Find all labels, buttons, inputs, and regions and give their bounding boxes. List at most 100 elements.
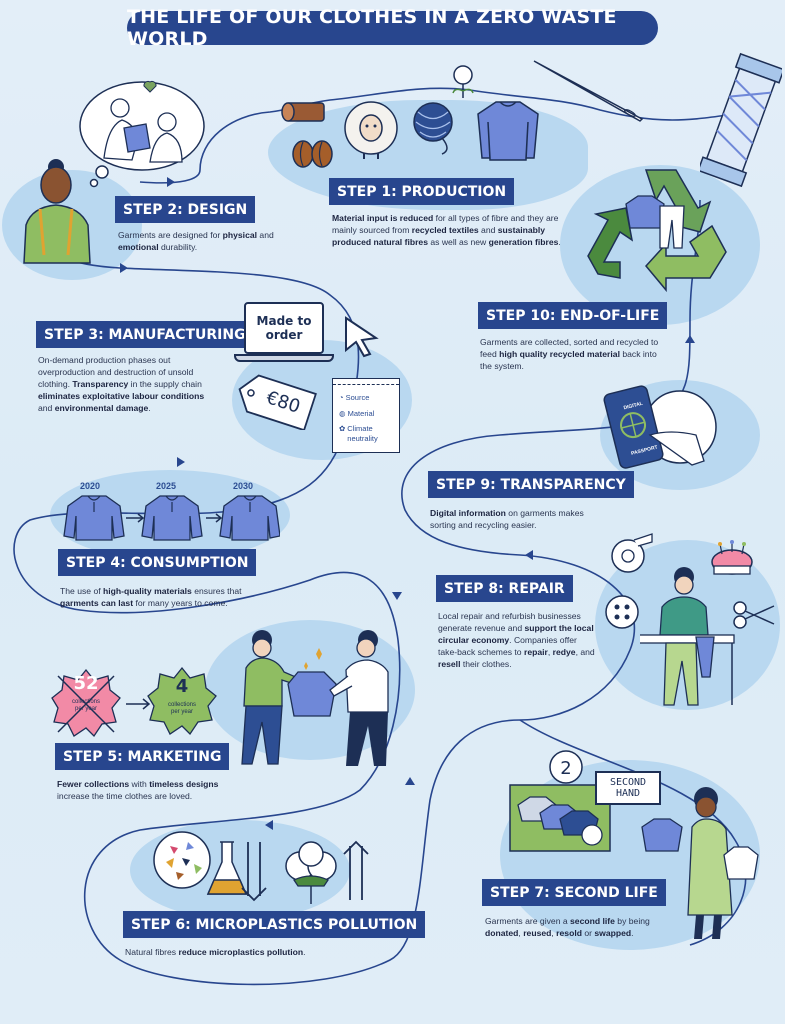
- log-icon: [281, 102, 325, 122]
- emphasis-text: reduce microplastics pollution: [178, 947, 304, 957]
- emphasis-text: donated: [485, 928, 519, 938]
- second-hand-line2: HAND: [615, 788, 641, 799]
- arrows-down-icon: [241, 842, 267, 902]
- price-tag-icon: [238, 374, 317, 430]
- svg-text:2: 2: [560, 758, 571, 779]
- label-source: Source: [345, 393, 370, 402]
- button-icon: [605, 595, 639, 629]
- label-climate2: neutrality: [347, 434, 378, 443]
- body-text: , and: [575, 647, 595, 657]
- body-text: for many years to come.: [133, 598, 228, 608]
- blouse-timeline-icon: [63, 495, 280, 541]
- laptop-line2: order: [265, 328, 303, 342]
- body-text: .: [558, 237, 561, 247]
- step1-heading: STEP 1: PRODUCTION: [329, 178, 515, 205]
- pincushion-icon: [711, 540, 753, 575]
- emphasis-text: Transparency: [72, 379, 129, 389]
- step4-heading: STEP 4: CONSUMPTION: [58, 549, 257, 576]
- collections-after-num: 4: [175, 676, 189, 697]
- design-thought-bubble-icon: [79, 80, 205, 188]
- emphasis-text: redye: [552, 647, 576, 657]
- emphasis-text: second life: [570, 916, 615, 926]
- microplastics-icon: [153, 831, 211, 889]
- body-text: as well as new: [427, 237, 489, 247]
- tape-measure-icon: [611, 533, 653, 573]
- emphasis-text: generation fibres: [488, 237, 559, 247]
- body-text: increase the time clothes are loved.: [57, 791, 193, 801]
- step6-text: Natural fibres reduce microplastics poll…: [125, 946, 375, 958]
- body-text: in the supply chain: [128, 379, 202, 389]
- second-hand-rack-icon: 2: [509, 750, 611, 852]
- cotton-plant-icon: [452, 65, 474, 98]
- step3-text: On-demand production phases out overprod…: [38, 354, 216, 414]
- body-text: Garments are designed for: [118, 230, 223, 240]
- arrow-right-icon: [126, 698, 151, 710]
- step3-heading: STEP 3: MANUFACTURING: [36, 321, 254, 348]
- collections-52-crossed-icon: [51, 668, 121, 738]
- body-text: The use of: [60, 586, 103, 596]
- body-text: Garments are given a: [485, 916, 571, 926]
- body-text: their clothes.: [460, 659, 512, 669]
- scissors-icon: [733, 601, 775, 629]
- label-climate1: Climate: [347, 424, 373, 433]
- emphasis-text: eliminates exploitative labour condition…: [38, 391, 205, 401]
- step2-heading: STEP 2: DESIGN: [115, 196, 256, 223]
- emphasis-text: recycled textiles: [411, 225, 479, 235]
- emphasis-text: resold: [556, 928, 582, 938]
- body-text: ,: [547, 647, 553, 657]
- step8-text: Local repair and refurbish businesses ge…: [438, 610, 598, 670]
- step1-text: Material input is reduced for all types …: [332, 212, 572, 248]
- step7-heading: STEP 7: SECOND LIFE: [482, 879, 666, 906]
- body-text: .: [631, 928, 634, 938]
- page-title: THE LIFE OF OUR CLOTHES IN A ZERO WASTE …: [127, 6, 658, 50]
- collections-after-label1: collections: [167, 702, 196, 708]
- body-text: and: [257, 230, 274, 240]
- step7-text: Garments are given a second life by bein…: [485, 915, 665, 939]
- label-material: Material: [347, 409, 375, 418]
- cotton-boll-icon: [285, 841, 337, 904]
- body-text: On-demand production phases out overprod…: [38, 355, 194, 389]
- year-2025: 2025: [156, 481, 177, 491]
- year-2030: 2030: [233, 481, 254, 491]
- coffee-beans-icon: [292, 140, 333, 168]
- emphasis-text: resell: [438, 659, 461, 669]
- emphasis-text: high quality recycled material: [499, 349, 620, 359]
- collections-4-icon: [147, 666, 217, 736]
- step5-text: Fewer collections with timeless designs …: [57, 778, 227, 802]
- thread-spool-icon: [700, 52, 782, 188]
- body-text: Garments are collected, sorted and recyc…: [480, 337, 659, 359]
- laptop-line1: Made to: [256, 314, 312, 328]
- recycling-icon: [587, 169, 727, 293]
- collections-before-label1: collections: [71, 699, 100, 705]
- emphasis-text: swapped: [594, 928, 632, 938]
- second-life-person-icon: [641, 787, 759, 939]
- emphasis-text: reused: [523, 928, 552, 938]
- year-2020: 2020: [80, 481, 101, 491]
- body-text: on garments makes sorting and recycling …: [430, 508, 584, 530]
- body-text: for all types of fibre and they are main…: [332, 213, 559, 235]
- step5-heading: STEP 5: MARKETING: [55, 743, 230, 770]
- second-hand-sign: SECOND HAND: [595, 771, 661, 805]
- cursor-icon: [345, 316, 379, 358]
- step9-text: Digital information on garments makes so…: [430, 507, 610, 531]
- needle-icon: [533, 60, 644, 122]
- long-sleeve-shirt-icon: [477, 101, 539, 161]
- step8-heading: STEP 8: REPAIR: [436, 575, 573, 602]
- step4-text: The use of high-quality materials ensure…: [60, 585, 260, 609]
- emphasis-text: Fewer collections: [57, 779, 130, 789]
- step6-heading: STEP 6: MICROPLASTICS POLLUTION: [123, 911, 426, 938]
- emphasis-text: timeless designs: [149, 779, 219, 789]
- body-text: durability.: [158, 242, 198, 252]
- emphasis-text: sustainably produced natural fibres: [332, 225, 546, 247]
- emphasis-text: physical: [222, 230, 258, 240]
- arrows-up-icon: [343, 840, 369, 900]
- flask-icon: [206, 841, 248, 895]
- digital-passport-icon: [603, 385, 717, 469]
- body-text: back into the system.: [480, 349, 657, 371]
- body-text: ,: [551, 928, 557, 938]
- emphasis-text: environmental damage: [54, 403, 149, 413]
- body-text: Local repair and refurbish businesses ge…: [438, 611, 581, 633]
